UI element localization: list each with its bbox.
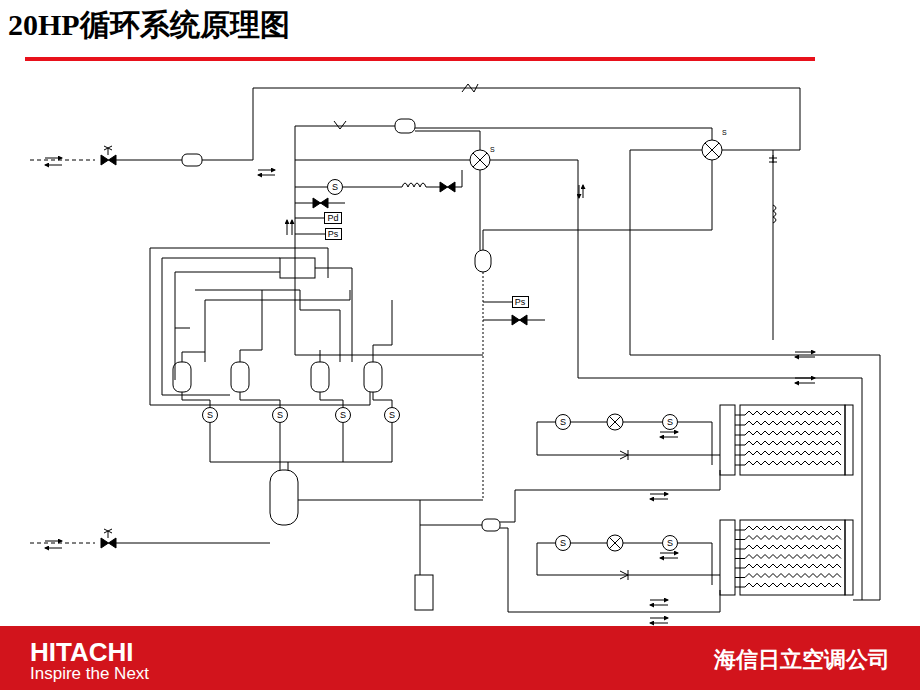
- coil: [745, 431, 841, 435]
- node-text: S: [207, 411, 213, 420]
- node-text: S: [389, 411, 395, 420]
- coil: [745, 545, 841, 549]
- coil-stub: [735, 577, 745, 578]
- node-text: S: [340, 411, 346, 420]
- brand-text: Inspire the Next: [30, 664, 149, 684]
- coil-stub: [735, 445, 745, 446]
- coil: [745, 583, 841, 587]
- coil-stub: [735, 539, 745, 540]
- flow-arrows: [45, 158, 815, 623]
- coil-stub: [735, 455, 745, 456]
- solenoid-valve: S: [202, 407, 218, 423]
- solenoid-valve: S: [555, 535, 571, 551]
- pressure-sensor: Pd: [324, 212, 342, 224]
- coil: [745, 526, 841, 530]
- node-text: Pd: [327, 214, 338, 223]
- coil: [745, 441, 841, 445]
- node-text: S: [560, 418, 566, 427]
- company-name: 海信日立空调公司: [714, 647, 890, 672]
- coil: [745, 411, 841, 415]
- solenoid-valve: S: [384, 407, 400, 423]
- coil-stub: [735, 415, 745, 416]
- coil-stub: [735, 435, 745, 436]
- coil-stub: [735, 530, 745, 531]
- coil: [745, 461, 841, 465]
- coil: [745, 451, 841, 455]
- node-text: S: [560, 539, 566, 548]
- coil-stub: [735, 425, 745, 426]
- brand-text: HITACHI: [30, 638, 134, 668]
- solenoid-valve: S: [335, 407, 351, 423]
- pressure-sensor: Ps: [512, 296, 529, 308]
- node-text: Ps: [515, 298, 526, 307]
- coil: [745, 574, 841, 578]
- coil: [745, 564, 841, 568]
- valves: [30, 84, 722, 551]
- solenoid-valve: S: [555, 414, 571, 430]
- coil: [745, 536, 841, 540]
- heat-exchangers: [720, 405, 853, 595]
- solenoid-valve: S: [327, 179, 343, 195]
- pressure-sensor: Ps: [325, 228, 342, 240]
- valve-mark: S: [722, 129, 727, 137]
- node-text: Ps: [328, 230, 339, 239]
- coil: [745, 555, 841, 559]
- title: 20HP循环系统原理图: [8, 8, 290, 43]
- coil: [745, 421, 841, 425]
- coil-stub: [735, 465, 745, 466]
- coil-stub: [735, 568, 745, 569]
- node-text: S: [667, 539, 673, 548]
- node-text: S: [667, 418, 673, 427]
- valve-mark: S: [490, 146, 495, 154]
- coil-stub: [735, 587, 745, 588]
- coil-stub: [735, 558, 745, 559]
- coil-stub: [735, 549, 745, 550]
- solenoid-valve: S: [662, 535, 678, 551]
- node-text: S: [332, 183, 338, 192]
- title-underline: [25, 57, 815, 61]
- node-text: S: [277, 411, 283, 420]
- pipes: [115, 88, 880, 612]
- solenoid-valve: S: [662, 414, 678, 430]
- solenoid-valve: S: [272, 407, 288, 423]
